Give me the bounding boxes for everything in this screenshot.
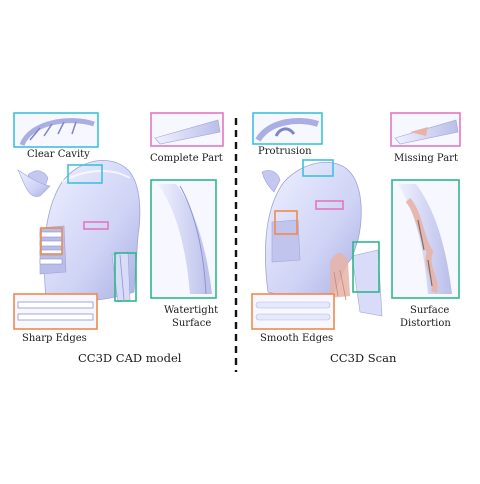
marker-complete xyxy=(83,221,109,230)
marker-distortion xyxy=(352,241,380,293)
label-surface-2: Distortion xyxy=(400,318,451,329)
label-clear-cavity: Clear Cavity xyxy=(27,149,90,160)
inset-protrusion xyxy=(252,112,323,145)
inset-complete-part xyxy=(150,112,224,147)
cad-helmet xyxy=(17,160,141,303)
inset-clear-cavity xyxy=(13,112,99,148)
label-complete-part: Complete Part xyxy=(150,153,223,164)
inset-sharp-edges xyxy=(13,293,98,330)
caption-scan: CC3D Scan xyxy=(330,351,397,365)
label-smooth-edges: Smooth Edges xyxy=(260,333,334,344)
inset-smooth-edges xyxy=(251,293,335,330)
marker-missing xyxy=(315,200,344,210)
marker-watertight xyxy=(114,252,137,302)
inset-missing-part xyxy=(390,112,461,147)
inset-surface-distortion xyxy=(391,179,460,299)
label-surface-1: Surface xyxy=(410,305,450,316)
label-watertight-1: Watertight xyxy=(164,305,219,316)
label-missing-part: Missing Part xyxy=(394,153,458,164)
marker-smooth xyxy=(274,210,298,235)
marker-protrusion xyxy=(302,159,334,177)
label-protrusion: Protrusion xyxy=(258,146,312,157)
inset-watertight xyxy=(150,179,217,299)
marker-sharp xyxy=(40,227,63,255)
caption-cad: CC3D CAD model xyxy=(78,351,182,365)
scan-helmet xyxy=(261,161,383,317)
marker-cavity xyxy=(67,164,103,184)
label-watertight-2: Surface xyxy=(172,318,212,329)
label-sharp-edges: Sharp Edges xyxy=(22,333,87,344)
